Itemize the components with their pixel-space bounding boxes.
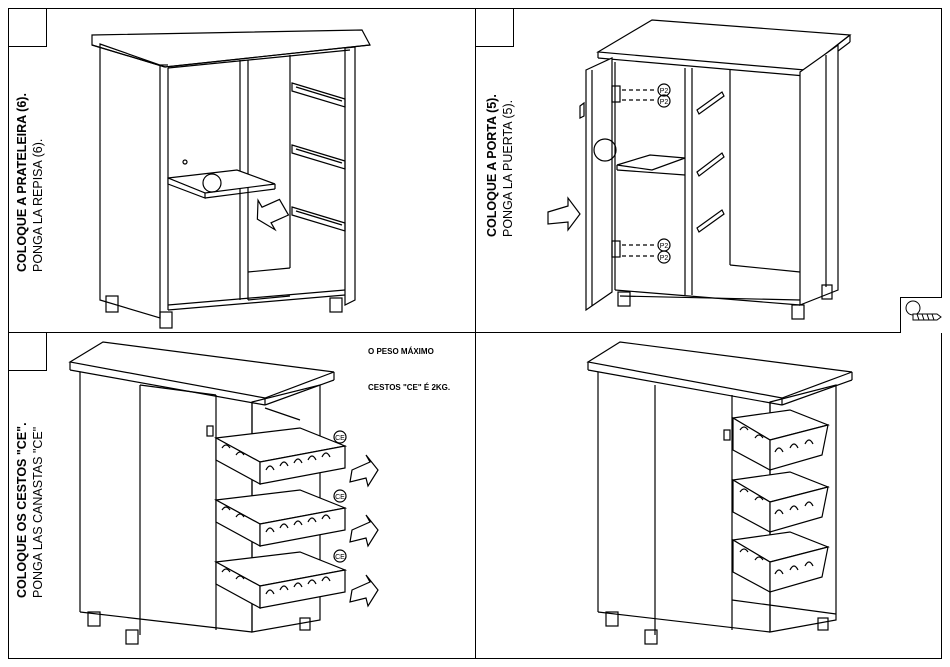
basket-installed-2 (733, 472, 828, 532)
basket-installed-1 (733, 410, 828, 470)
basket-installed-3 (733, 532, 828, 592)
